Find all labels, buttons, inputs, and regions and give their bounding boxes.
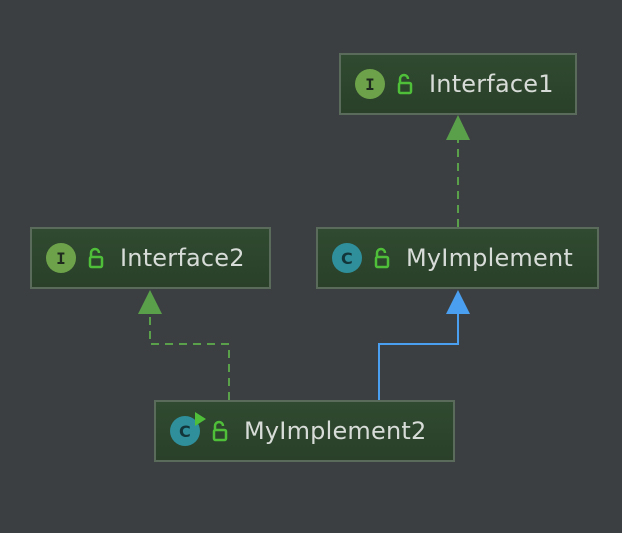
arrowhead-myimplement [446,290,470,314]
node-label: MyImplement [406,244,574,272]
unlocked-icon [397,73,413,95]
unlocked-icon [374,247,390,269]
node-label: MyImplement2 [244,417,427,445]
node-myimplement[interactable]: C MyImplement [316,227,599,289]
edge-myimplement2-interface2 [149,314,230,400]
class-icon: C [170,412,206,446]
arrowhead-interface2 [138,290,162,314]
node-label: Interface2 [120,244,245,272]
interface-badge-letter: I [56,248,66,268]
unlocked-icon [212,420,228,442]
interface-icon: I [355,69,385,99]
node-interface1[interactable]: I Interface1 [339,53,577,115]
interface-icon: I [46,243,76,273]
node-label: Interface1 [429,70,554,98]
class-icon: C [332,243,362,273]
class-badge-letter: C [179,421,191,441]
unlocked-icon [88,247,104,269]
arrowhead-interface1 [446,115,470,140]
class-badge-letter: C [341,248,353,268]
run-icon [195,412,206,426]
edge-myimplement2-myimplement [378,314,459,400]
node-interface2[interactable]: I Interface2 [30,227,271,289]
node-myimplement2[interactable]: C MyImplement2 [154,400,455,462]
interface-badge-letter: I [365,74,375,94]
